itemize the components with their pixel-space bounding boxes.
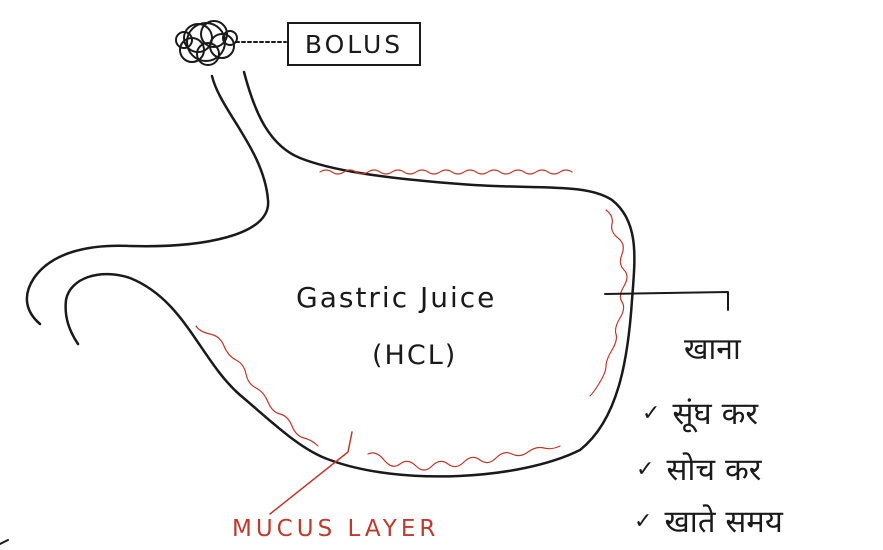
food-step-eating: ✓ खाते समय — [634, 500, 783, 542]
stray-mark — [0, 540, 8, 544]
food-step-smell: ✓ सूंघ कर — [642, 392, 758, 434]
esophagus-right-wall — [66, 72, 635, 476]
checkmark-icon: ✓ — [636, 457, 654, 482]
gastric-juice-label: Gastric Juice — [296, 284, 496, 312]
food-step-think: ✓ सोच कर — [636, 448, 761, 490]
hcl-label: (HCL) — [372, 342, 457, 369]
checkmark-icon: ✓ — [642, 401, 660, 426]
bolus-label: BOLUS — [305, 30, 403, 59]
food-step-text: सोच कर — [666, 448, 761, 490]
food-heading: खाना — [684, 335, 741, 365]
food-step-text: सूंघ कर — [672, 392, 758, 434]
bolus-label-box: BOLUS — [287, 22, 421, 66]
mucus-layer-lining — [196, 170, 627, 470]
bolus-icon — [176, 21, 237, 65]
mucus-layer-pointer — [270, 432, 352, 514]
checkmark-icon: ✓ — [634, 509, 652, 534]
food-step-text: खाते समय — [664, 500, 782, 542]
mucus-layer-label: MUCUS LAYER — [232, 518, 439, 541]
